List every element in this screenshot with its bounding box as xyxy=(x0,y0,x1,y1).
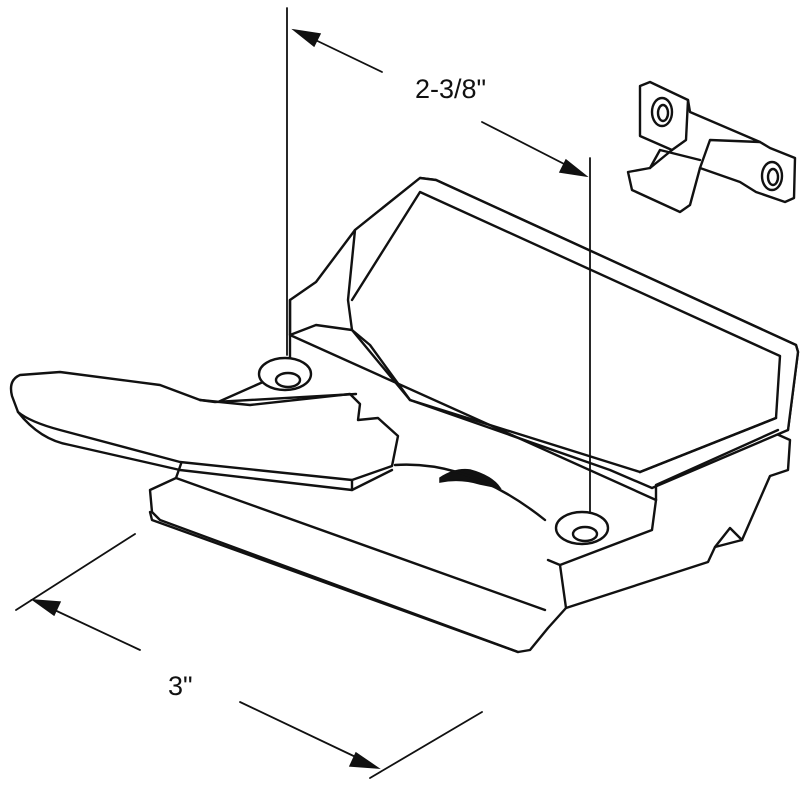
dimension-hole-spacing: 2-3/8" xyxy=(286,7,591,513)
extension-line-lower-left xyxy=(15,533,136,611)
dimension-label-hole-spacing: 2-3/8" xyxy=(415,74,486,104)
arrowhead-lower-right xyxy=(348,751,381,769)
cam-housing xyxy=(346,176,800,490)
dimension-base-width: 3" xyxy=(15,533,483,779)
keeper-bracket xyxy=(626,80,797,214)
lock-lever-handle xyxy=(9,370,400,492)
cam-arc xyxy=(393,463,547,522)
screw-hole-right xyxy=(554,510,610,546)
arrowhead-lower-left xyxy=(30,599,62,617)
screw-hole-left xyxy=(257,356,313,392)
extension-line-lower-right xyxy=(369,711,483,779)
arrowhead-left xyxy=(291,28,322,48)
sash-lock-body xyxy=(148,176,800,654)
dimension-label-base-width: 3" xyxy=(168,671,193,701)
arrowhead-right xyxy=(558,158,589,178)
